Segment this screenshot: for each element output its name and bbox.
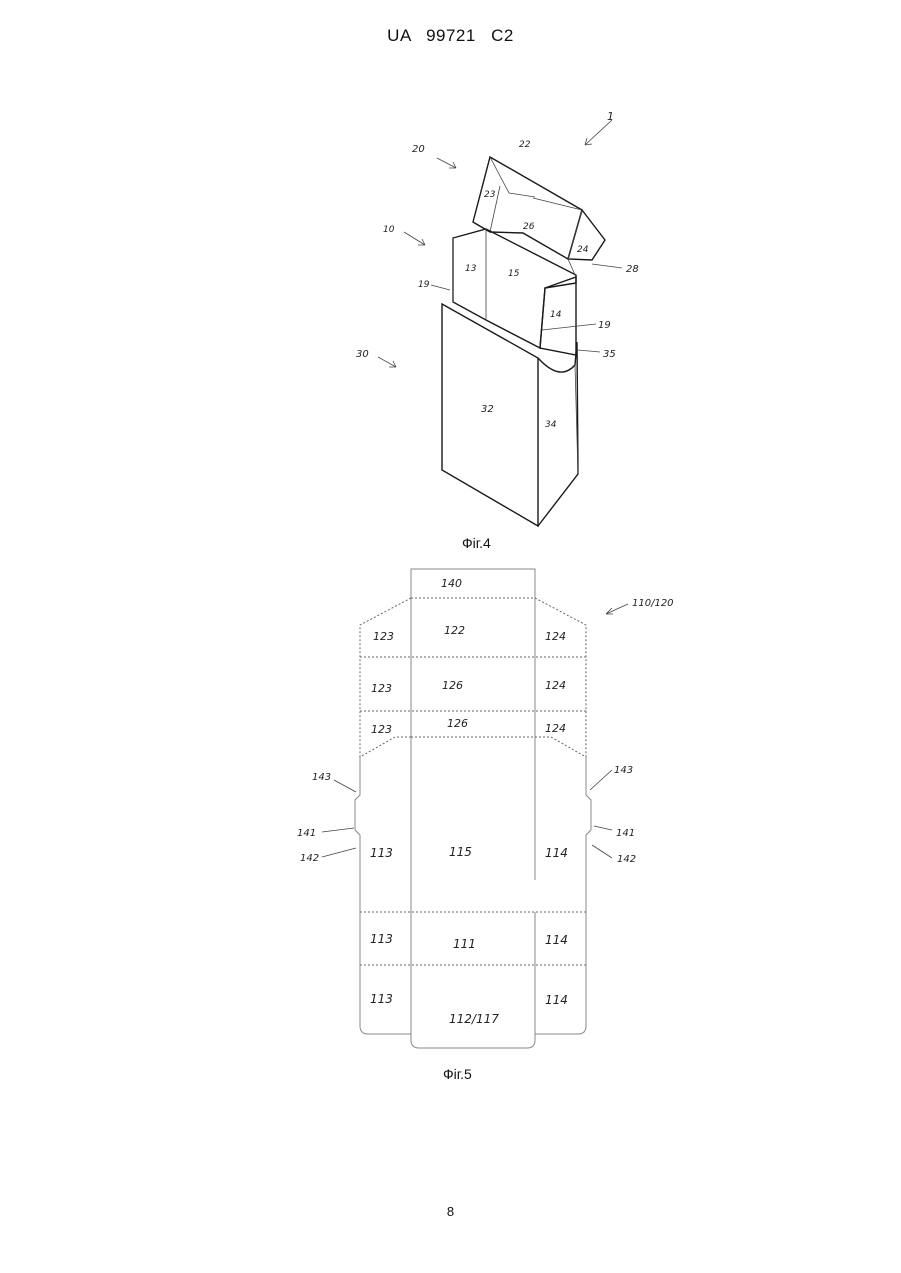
- label-124-b: 124: [545, 679, 566, 692]
- label-141-left: 141: [297, 828, 316, 839]
- label-111: 111: [453, 937, 476, 951]
- figure-5-caption: Фіг.5: [443, 1066, 472, 1082]
- label-110-120: 110/120: [632, 598, 674, 609]
- label-143-left: 143: [312, 772, 331, 783]
- label-123-c: 123: [371, 723, 392, 736]
- label-141-right: 141: [616, 828, 635, 839]
- label-126-a: 126: [442, 679, 463, 692]
- label-123-a: 123: [373, 630, 394, 643]
- label-123-b: 123: [371, 682, 392, 695]
- tab-140: [411, 569, 535, 598]
- label-114-c: 114: [545, 993, 568, 1007]
- label-140: 140: [441, 577, 462, 590]
- label-114-b: 114: [545, 933, 568, 947]
- label-142-left: 142: [300, 853, 319, 864]
- label-124-c: 124: [545, 722, 566, 735]
- label-143-right: 143: [614, 765, 633, 776]
- label-115: 115: [449, 845, 472, 859]
- label-124-a: 124: [545, 630, 566, 643]
- label-113-c: 113: [370, 992, 393, 1006]
- label-114-a: 114: [545, 846, 568, 860]
- label-112-117: 112/117: [449, 1012, 499, 1026]
- label-113-a: 113: [370, 846, 393, 860]
- label-122: 122: [444, 624, 465, 637]
- bottom-flap: [411, 1034, 535, 1048]
- label-142-right: 142: [617, 854, 636, 865]
- page-number: 8: [0, 1204, 901, 1219]
- label-126-b: 126: [447, 717, 468, 730]
- label-113-b: 113: [370, 932, 393, 946]
